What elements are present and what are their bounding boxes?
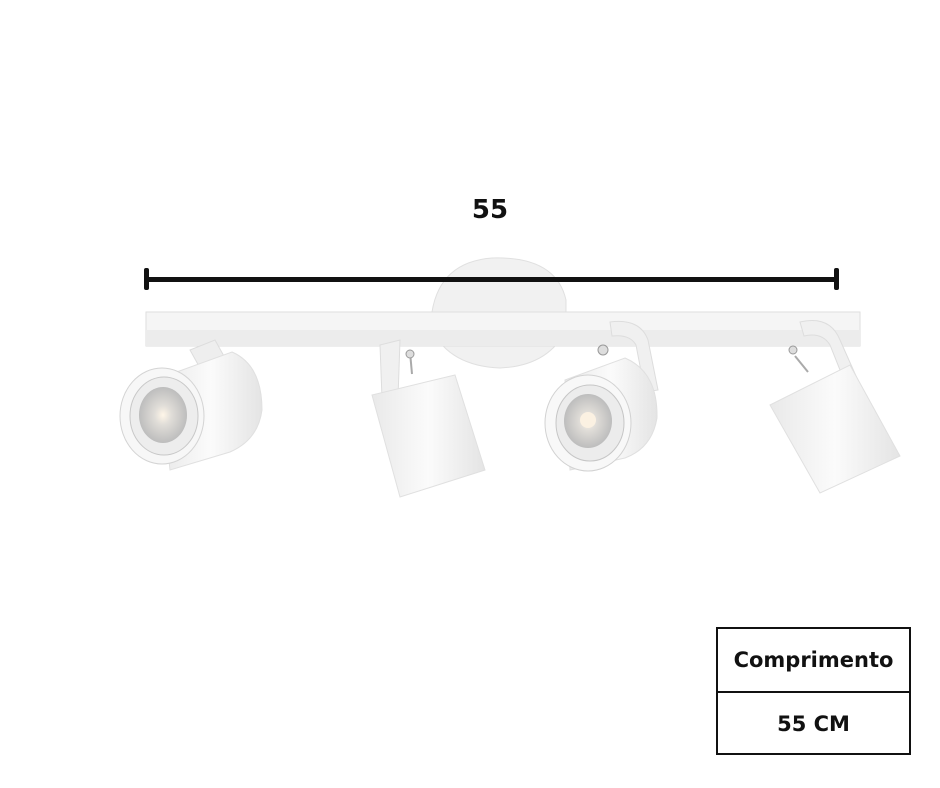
dimension-line-right-cap — [834, 268, 839, 290]
dimension-line-left-cap — [144, 268, 149, 290]
spotlight-3 — [544, 320, 659, 472]
spec-table: Comprimento 55 CM — [716, 627, 911, 755]
spotlight-4 — [769, 320, 901, 494]
spotlight-2 — [371, 339, 486, 498]
spotlight-1 — [119, 339, 263, 471]
dimension-label: 55 — [471, 195, 509, 225]
spec-table-header: Comprimento — [718, 629, 909, 693]
spec-table-value: 55 CM — [777, 712, 850, 736]
mounting-bar — [145, 311, 861, 347]
dimension-line — [146, 277, 838, 282]
